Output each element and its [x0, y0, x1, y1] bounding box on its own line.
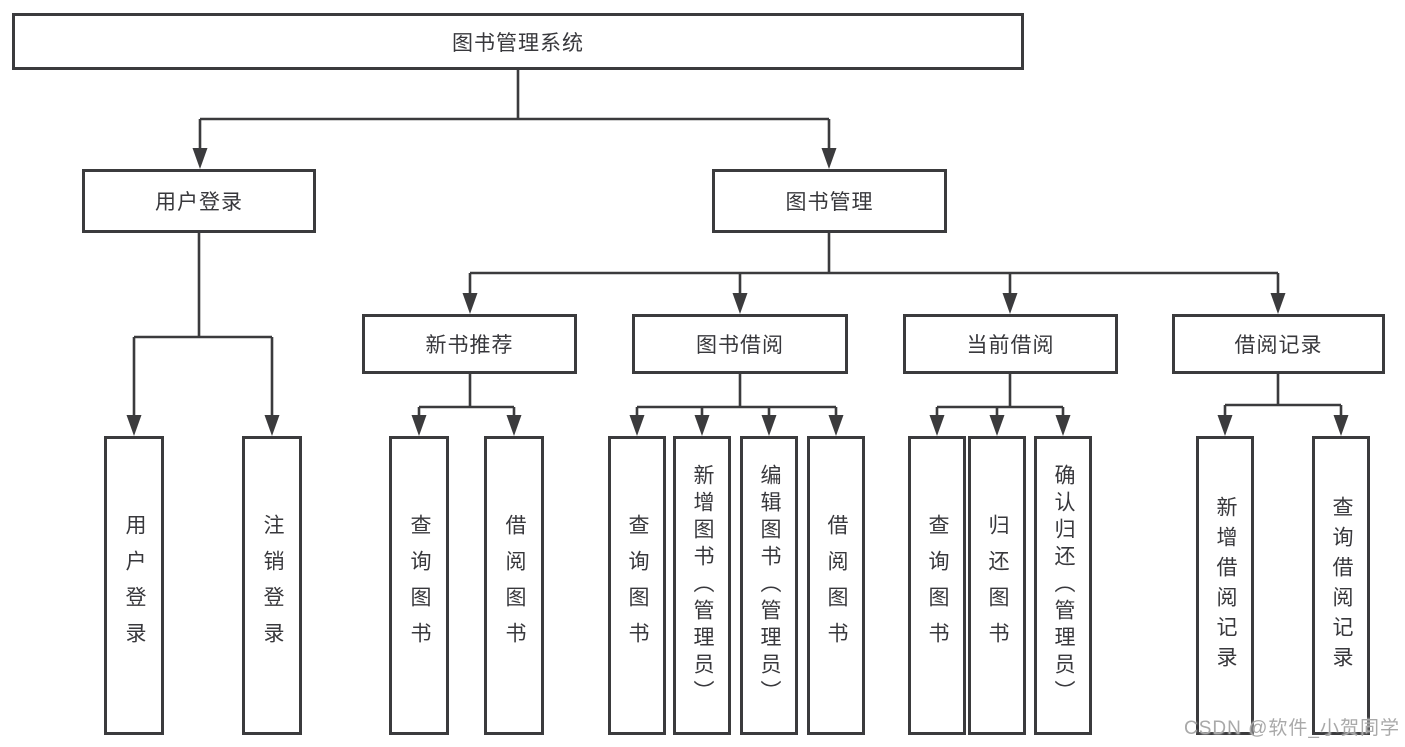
leaf-query-books-current: 查询图书	[908, 436, 966, 735]
leaf-borrow-books: 借阅图书	[807, 436, 865, 735]
leaf-borrow-books-recommendation: 借阅图书	[484, 436, 544, 735]
leaf-borrow-books-label: 借阅图书	[825, 513, 848, 658]
leaf-edit-books-admin-label: 编辑图书（管理员）	[758, 464, 781, 707]
node-borrowing-records: 借阅记录	[1172, 314, 1385, 374]
node-new-book-recommendation: 新书推荐	[362, 314, 577, 374]
node-book-borrowing: 图书借阅	[632, 314, 848, 374]
leaf-return-books-label: 归还图书	[986, 513, 1009, 658]
node-current-borrowing: 当前借阅	[903, 314, 1118, 374]
leaf-query-borrow-record: 查询借阅记录	[1312, 436, 1370, 735]
leaf-query-books-recommendation: 查询图书	[389, 436, 449, 735]
leaf-add-borrow-record: 新增借阅记录	[1196, 436, 1254, 735]
leaf-logout-label: 注销登录	[261, 513, 284, 658]
leaf-query-books-current-label: 查询图书	[926, 513, 949, 658]
leaf-borrow-books-recommendation-label: 借阅图书	[503, 513, 526, 658]
leaf-query-books-recommendation-label: 查询图书	[408, 513, 431, 658]
leaf-logout: 注销登录	[242, 436, 302, 735]
node-library-management-system: 图书管理系统	[12, 13, 1024, 70]
leaf-add-books-admin-label: 新增图书（管理员）	[691, 464, 714, 707]
leaf-add-borrow-record-label: 新增借阅记录	[1214, 495, 1237, 676]
leaf-user-login-label: 用户登录	[123, 513, 146, 658]
watermark-text: CSDN @软件_小贺同学	[1184, 718, 1400, 739]
leaf-confirm-return-admin: 确认归还（管理员）	[1034, 436, 1092, 735]
leaf-query-books-borrowing-label: 查询图书	[626, 513, 649, 658]
leaf-edit-books-admin: 编辑图书（管理员）	[740, 436, 798, 735]
leaf-return-books: 归还图书	[968, 436, 1026, 735]
leaf-query-borrow-record-label: 查询借阅记录	[1330, 495, 1353, 676]
leaf-add-books-admin: 新增图书（管理员）	[673, 436, 731, 735]
node-user-login: 用户登录	[82, 169, 316, 233]
node-book-management: 图书管理	[712, 169, 947, 233]
leaf-query-books-borrowing: 查询图书	[608, 436, 666, 735]
leaf-user-login: 用户登录	[104, 436, 164, 735]
leaf-confirm-return-admin-label: 确认归还（管理员）	[1052, 464, 1075, 707]
